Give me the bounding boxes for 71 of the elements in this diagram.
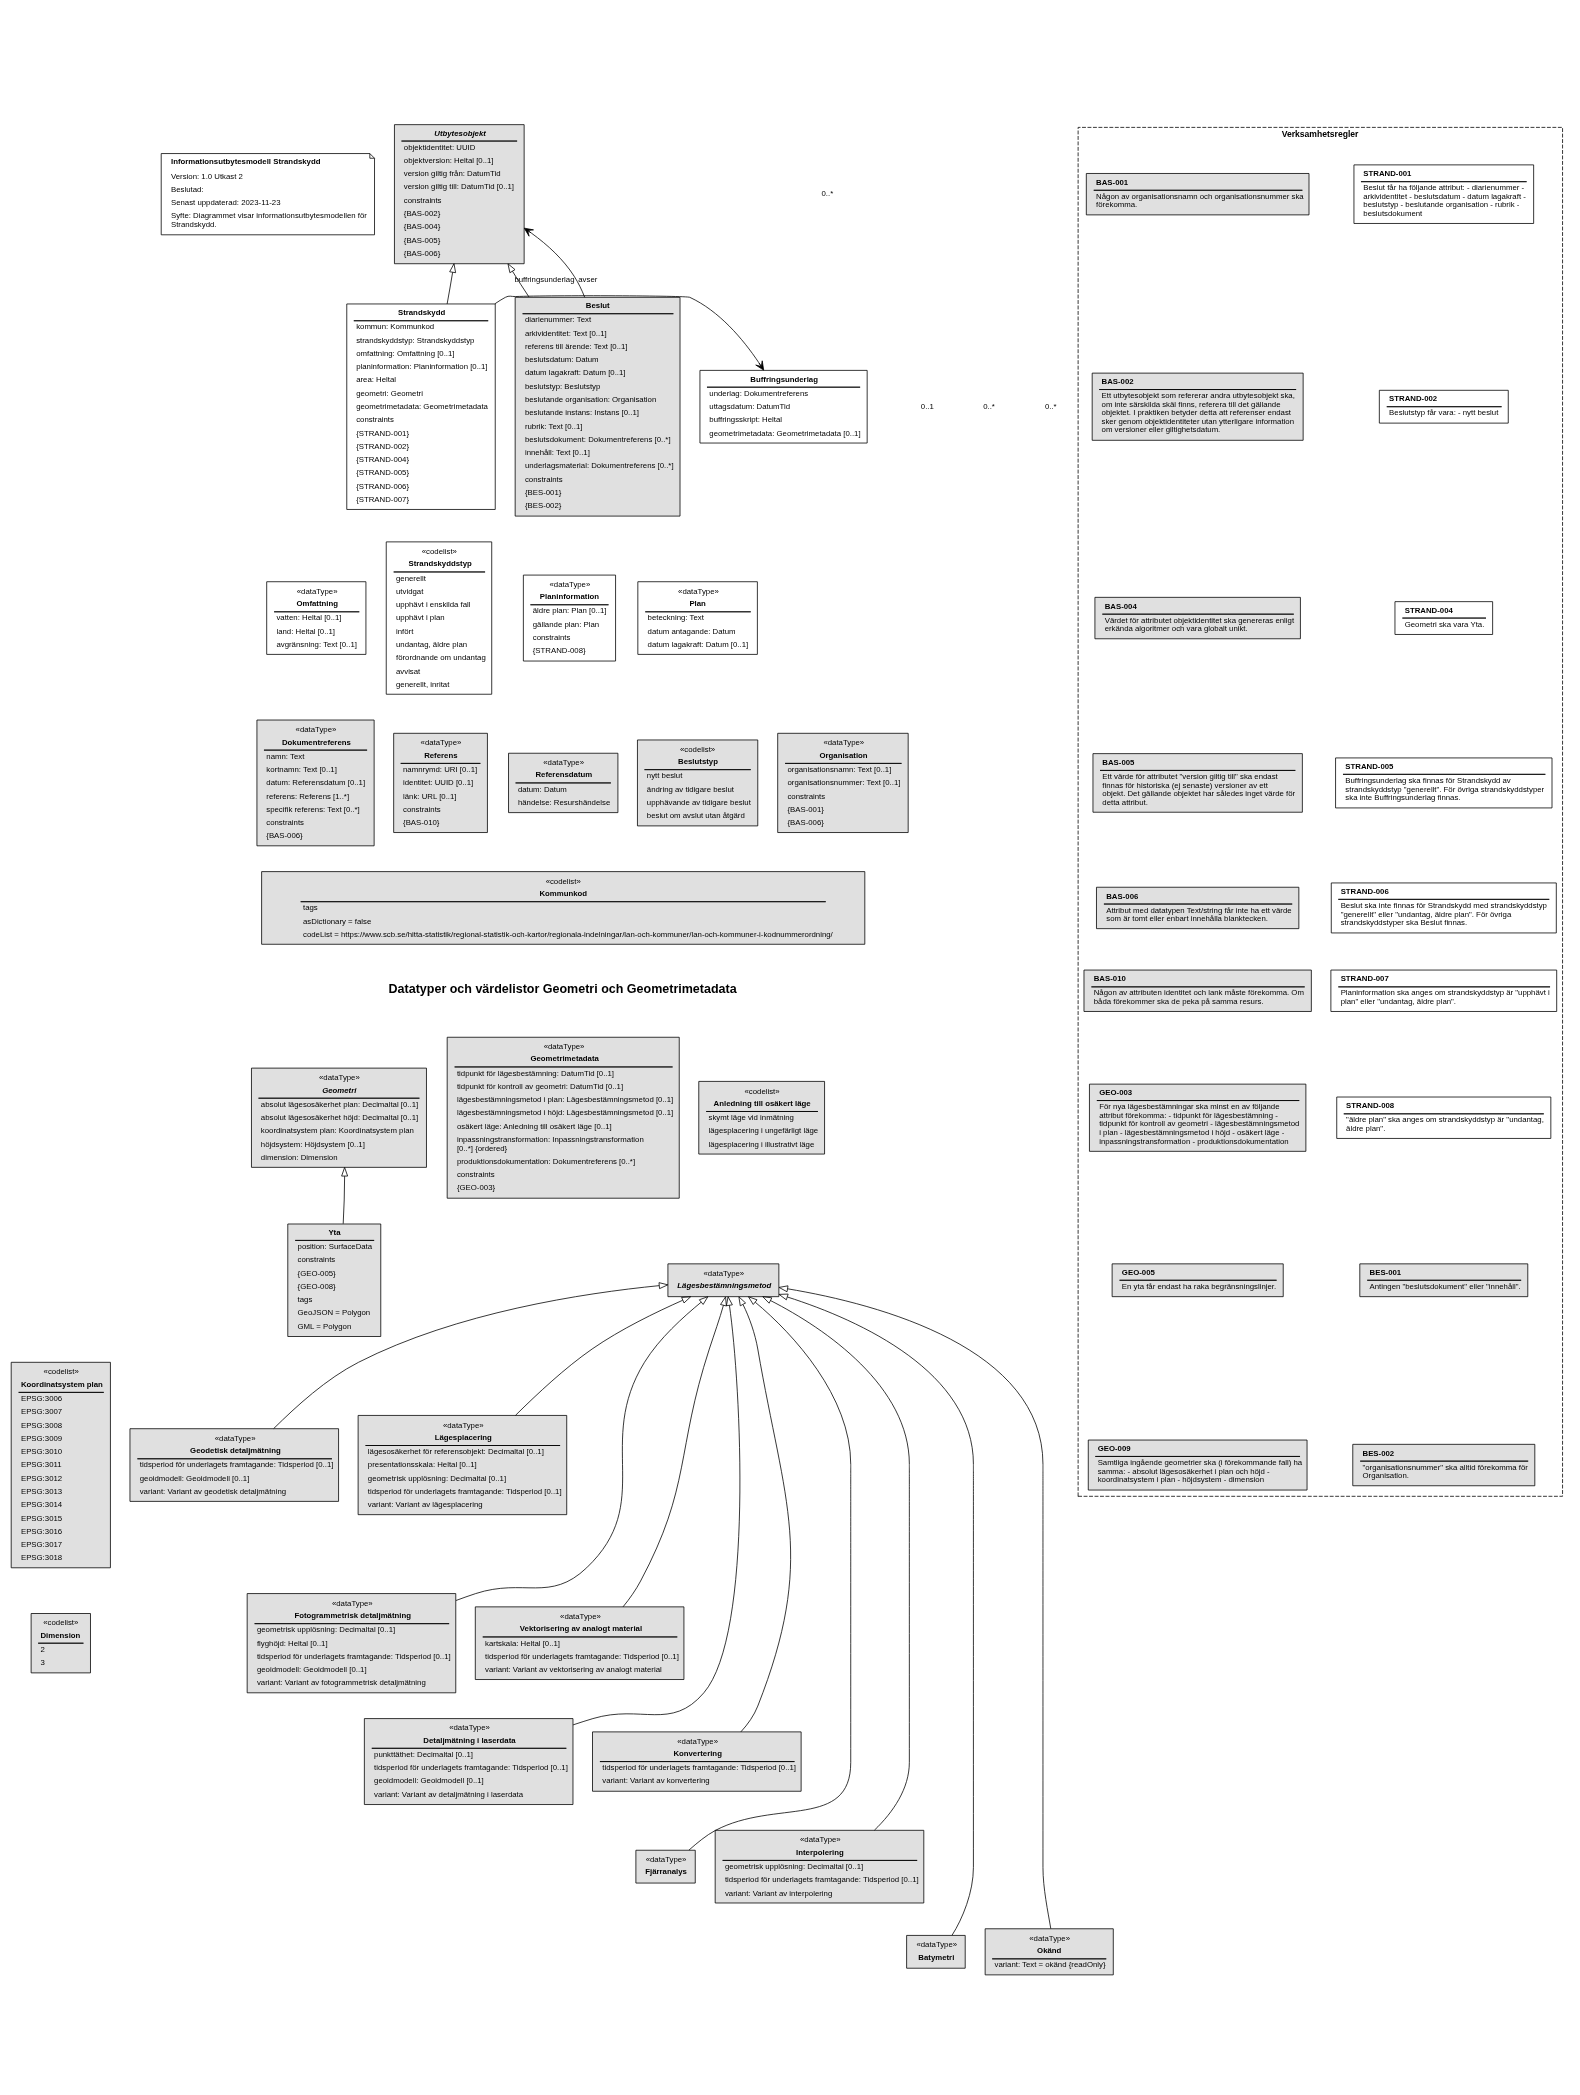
node-box: «dataType» Konvertering tidsperiod för underlagets framtagande: Tidsperiod [0..1] variant: Variant av konvertering	[592, 1731, 802, 1792]
node-box: BAS-004 Värdet för attributet objektidentitet ska genereras enligt erkända algoritmer och vara globalt unikt.	[1094, 596, 1301, 639]
arrow	[494, 294, 765, 370]
node-box: «dataType» Vektorisering av analogt material kartskala: Heltal [0..1] tidsperiod för underlagets framtagande: Tidsperiod [0..1] variant: Variant av vektorisering av analogt material	[474, 1605, 685, 1680]
arrow	[446, 262, 456, 304]
node-box: Buffringsunderlag underlag: Dokumentreferens uttagsdatum: DatumTid buffringsskript: Heltal geometrimetadata: Geometrimetadata [0..1]	[699, 369, 868, 443]
node-box: «dataType» Fjärranalys	[635, 1849, 696, 1883]
node-box: STRAND-001 Beslut får ha följande attribut: - diarienummer - arkividentitet - beslutsdatum - datum lagakraft - beslutstyp - beslutande organisation - rubrik - beslutsdokument	[1353, 164, 1535, 224]
arrow	[572, 1295, 741, 1725]
arrow	[273, 1281, 669, 1429]
edge-label: buffringsunderlag	[514, 274, 575, 284]
node-box: «codelist» Dimension 2 3	[30, 1612, 91, 1673]
node-box: «codelist» Kommunkod tags asDictionary = false codeList = https://www.scb.se/hitta-statistik/regional-statistik-och-kartor/regionala-indelningar/lan-och-kommuner/lan-och-kommuner-i-kodnummerordning/	[261, 870, 866, 945]
node-box: STRAND-007 Planinformation ska anges om strandskyddstyp är "upphävt i plan" eller "undantag, äldre plan".	[1330, 969, 1558, 1012]
node-box: «dataType» Detaljmätning i laserdata punkttäthet: Decimaltal [0..1] tidsperiod för underlagets framtagande: Tidsperiod [0..1] geoidmodell: Geoidmodell [0..1] variant: Variant av detaljmätning i laserdata	[363, 1717, 574, 1805]
label: 0..*	[821, 188, 834, 198]
node-box: BAS-002 Ett utbytesobjekt som refererar andra utbytesobjekt ska, om inte särskilda skäl finns, referera till det gällande objektet. I praktiken betyder detta att referenser endast sker genom objektidentiteter utan ytterligare information om versioner eller giltighetsdatum.	[1091, 372, 1304, 441]
node-box: «dataType» Interpolering geometrisk upplösning: Decimaltal [0..1] tidsperiod för underlagets framtagande: Tidsperiod [0..1] variant: Variant av interpolering	[714, 1829, 925, 1903]
node-box: BAS-010 Någon av attributen identitet och lank måste förekomma. Om båda förekommer ska de peka på samma resurs.	[1083, 969, 1312, 1012]
node-box: «codelist» Koordinatsystem plan EPSG:3006 EPSG:3007 EPSG:3008 EPSG:3009 EPSG:3010 EPSG:3011 EPSG:3012 EPSG:3013 EPSG:3014 EPSG:3015 EPSG:3016 EPSG:3017 EPSG:3018	[10, 1361, 111, 1568]
node-box: Yta position: SurfaceData constraints {GEO-005} {GEO-008} tags GeoJSON = Polygon GML = Polygon	[287, 1223, 382, 1337]
node-box: BES-001 Antingen "beslutsdokument" eller "innehåll".	[1359, 1262, 1529, 1297]
node-box: «dataType» Okänd variant: Text = okänd {readOnly}	[984, 1927, 1114, 1975]
label: 0..*	[983, 401, 995, 411]
node-box: GEO-005 En yta får endast ha raka begränsningslinjer.	[1111, 1262, 1284, 1297]
node-box: GEO-009 Samtliga ingående geometrier ska (i förekommande fall) ha samma: - absolut lägesosäkerhet i plan och höjd - koordinatsystem i plan - höjdsystem - dimension	[1087, 1439, 1308, 1490]
node-box: «codelist» Beslutstyp nytt beslut ändring av tidigare beslut upphävande av tidigare beslut beslut om avslut utan åtgärd	[637, 739, 759, 826]
arrow	[688, 1295, 852, 1850]
node-box: Beslut diarienummer: Text arkividentitet: Text [0..1] referens till ärende: Text [0..1] beslutsdatum: Datum datum lagakraft: Datum [0..1] beslutstyp: Beslutstyp beslutande organisation: Organisation beslutande instans: Instans [0..1] rubrik: Text [0..1] beslutsdokument: Dokumentreferens [0..*] innehåll: Text [0..1] underlagsmaterial: Dokumentreferens [0..*] constraints {BES-001} {BES-002}	[514, 296, 681, 516]
arrow	[455, 1295, 709, 1601]
node-box: «dataType» Geodetisk detaljmätning tidsperiod för underlagets framtagande: Tidsperiod [0..1] geoidmodell: Geoidmodell [0..1] variant: Variant av geodetisk detaljmätning	[129, 1427, 339, 1502]
label: Datatyper och värdelistor Geometri och Geometrimetadata	[388, 981, 737, 996]
node-box: «dataType» Dokumentreferens namn: Text kortnamn: Text [0..1] datum: Referensdatum [0..1] referens: Referens [1..*] specifik referens: Text [0..*] constraints {BAS-006}	[256, 719, 375, 846]
node-box: «codelist» Strandskyddstyp generellt utvidgat upphävt i enskilda fall upphävt i plan infört undantag, äldre plan förordnande om undantag avvisat generellt, inritat	[385, 541, 493, 695]
node-box: «codelist» Anledning till osäkert läge skymt läge vid inmätning lägesplacering i ungefärligt läge lägesplacering i illustrativt läge	[698, 1080, 825, 1154]
node-box: BAS-001 Någon av organisationsnamn och organisationsnummer ska förekomma.	[1085, 172, 1310, 215]
node-box: STRAND-008 "äldre plan" ska anges om strandskyddstyp är "undantag, äldre plan".	[1336, 1096, 1552, 1139]
arrow	[507, 262, 530, 297]
edge-label: avser	[578, 274, 598, 284]
arrow	[778, 1284, 1052, 1929]
node-box: BAS-005 Ett värde för attributet "version giltig till" ska endast finnas för historiska (ej senaste) versioner av ett objekt. Det gällande objektet har således inget värde för detta attribut.	[1092, 752, 1303, 813]
node-box: GEO-003 För nya lägesbestämningar ska minst en av följande attribut förekomma: - tidpunkt för lägesbestämning - tidpunkt för kontroll av geometri - lägesbestämningsmetod i plan - lägesbestämningsmetod i höjd - osäkert läge - inpassningstransformation - produktionsdokumentation	[1089, 1083, 1307, 1152]
label: 0..1	[920, 401, 934, 411]
label: 0..*	[1044, 401, 1057, 411]
node-box: STRAND-006 Beslut ska inte finnas för Strandskydd med strandskyddstyp "generellt" eller "undantag, äldre plan". För övriga strandskyddstyper ska Beslut finnas.	[1330, 882, 1557, 933]
node-box: «dataType» Fotogrammetrisk detaljmätning geometrisk upplösning: Decimaltal [0..1] flyghöjd: Heltal [0..1] tidsperiod för underlagets framtagande: Tidsperiod [0..1] geoidmodell: Geoidmodell [0..1] variant: Variant av fotogrammetrisk detaljmätning	[246, 1592, 457, 1693]
node-box: STRAND-004 Geometri ska vara Yta.	[1394, 600, 1494, 635]
node-box: «dataType» Organisation organisationsnamn: Text [0..1] organisationsnummer: Text [0..1] constraints {BAS-001} {BAS-006}	[777, 732, 909, 833]
node-box: «dataType» Lägesplacering lägesosäkerhet för referensobjekt: Decimaltal [0..1] presentationsskala: Heltal [0..1] geometrisk upplösning: Decimaltal [0..1] tidsperiod för underlagets framtagande: Tidsperiod [0..1] variant: Variant av lägesplacering	[357, 1414, 568, 1515]
node-box: Strandskydd kommun: Kommunkod strandskyddstyp: Strandskyddstyp omfattning: Omfattning [0..1] planinformation: Planinformation [0..1] area: Heltal geometri: Geometri geometrimetadata: Geometrimetadata constraints {STRAND-001} {STRAND-002} {STRAND-004} {STRAND-005} {STRAND-006} {STRAND-007}	[346, 303, 496, 510]
node-box: «dataType» Planinformation äldre plan: Plan [0..1] gällande plan: Plan constraints {STRAND-008}	[522, 574, 616, 661]
arrow	[778, 1293, 974, 1936]
node-box: STRAND-002 Beslutstyp får vara: - nytt beslut	[1378, 389, 1509, 423]
arrow	[762, 1295, 910, 1831]
node-box: BES-002 "organisationsnummer" ska alltid förekomma för Organisation.	[1352, 1443, 1536, 1486]
node-box: «dataType» Lägesbestämningsmetod	[667, 1262, 780, 1297]
node-box: «dataType» Referensdatum datum: Datum händelse: Resurshändelse	[508, 752, 619, 813]
arrow	[523, 227, 586, 298]
arrow	[515, 1295, 692, 1416]
arrow	[341, 1166, 348, 1224]
node-box: «dataType» Referens namnrymd: URI [0..1] identitet: UUID [0..1] länk: URL [0..1] constraints {BAS-010}	[393, 732, 488, 833]
node-box: «dataType» Geometri absolut lägesosäkerhet plan: Decimaltal [0..1] absolut lägesosäkerhet höjd: Decimaltal [0..1] koordinatsystem plan: Koordinatsystem plan höjdsystem: Höjdsystem [0..1] dimension: Dimension	[251, 1067, 427, 1168]
node-box: BAS-006 Attribut med datatypen Text/string får inte ha ett värde som är tomt eller enbart innehålla blanktecken.	[1096, 886, 1300, 929]
node-box: Utbytesobjekt objektidentitet: UUID objektversion: Heltal [0..1] version giltig från: DatumTid version giltig till: DatumTid [0..1] constraints {BAS-002} {BAS-004} {BAS-005} {BAS-006}	[394, 123, 525, 264]
node-box: STRAND-005 Buffringsunderlag ska finnas för Strandskydd av strandskyddstyp "generellt". För övriga strandskyddstyper ska inte Buffringsunderlag finnas.	[1335, 757, 1553, 808]
node-box: «dataType» Omfattning vatten: Heltal [0..1] land: Heltal [0..1] avgränsning: Text [0..1]	[266, 580, 367, 655]
arrow	[738, 1295, 792, 1732]
node-box: «dataType» Plan beteckning: Text datum antagande: Datum datum lagakraft: Datum [0..1]	[637, 580, 758, 655]
node-box: «dataType» Batymetri	[906, 1934, 966, 1969]
node-box: «dataType» Geometrimetadata tidpunkt för lägesbestämning: DatumTid [0..1] tidpunkt för kontroll av geometri: DatumTid [0..1] lägesbestämningsmetod i plan: Lägesbestämningsmetod [0..1] lägesbestämningsmetod i höjd: Lägesbestämningsmetod [0..1] osäkert läge: Anledning till osäkert läge [0..1] inpassningstransformation: Inpassningstransformation [0..*] {ordered} produktionsdokumentation: Dokumentreferens [0..*] constraints {GEO-003}	[446, 1036, 680, 1199]
arrow	[622, 1296, 727, 1607]
